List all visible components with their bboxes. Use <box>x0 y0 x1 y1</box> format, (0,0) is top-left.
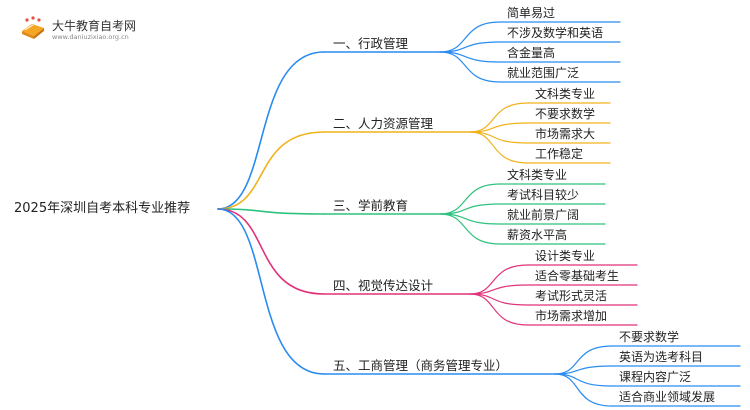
leaf-label: 适合零基础考生 <box>535 269 620 283</box>
branch-connector <box>217 131 325 210</box>
leaf-label: 就业范围广泛 <box>507 66 580 80</box>
branch-label: 一、行政管理 <box>333 36 409 51</box>
leaf-connector <box>439 21 501 53</box>
leaf-label: 不要求数学 <box>535 107 596 121</box>
branch-label: 四、视觉传达设计 <box>333 278 434 293</box>
leaf-connector <box>469 264 529 295</box>
logo-name: 大牛教育自考网 <box>52 19 137 33</box>
leaf-connector <box>554 373 613 407</box>
leaf-connector <box>439 183 501 215</box>
leaf-connector <box>439 213 501 245</box>
leaf-connector <box>554 345 613 375</box>
leaf-label: 工作稳定 <box>535 147 584 161</box>
leaf-connector <box>469 293 529 326</box>
leaf-label: 就业前景广阔 <box>507 208 580 222</box>
leaf-label: 不涉及数学和英语 <box>507 26 604 40</box>
leaf-connector <box>439 51 501 83</box>
branch-label: 三、学前教育 <box>333 198 409 213</box>
logo-url: www.daniuzixiao.org.cn <box>52 33 129 41</box>
leaf-label: 适合商业领域发展 <box>619 390 716 404</box>
leaf-label: 考试科目较少 <box>507 188 580 202</box>
leaf-label: 设计类专业 <box>535 249 596 263</box>
leaf-label: 文科类专业 <box>535 87 596 101</box>
leaf-connector <box>469 131 529 164</box>
branch-connector <box>217 208 325 215</box>
branch-connector <box>217 51 325 210</box>
branch-connector <box>217 208 325 375</box>
root-topic: 2025年深圳自考本科专业推荐 <box>14 201 191 216</box>
book-logo-icon <box>22 16 44 39</box>
leaf-label: 薪资水平高 <box>507 228 568 242</box>
leaf-connector <box>469 102 529 133</box>
branch-label: 二、人力资源管理 <box>333 116 434 131</box>
leaf-label: 市场需求增加 <box>535 309 608 323</box>
leaf-label: 简单易过 <box>507 6 556 20</box>
leaf-label: 含金量高 <box>507 46 556 60</box>
branch-connector <box>217 208 325 295</box>
leaf-label: 市场需求大 <box>535 127 596 141</box>
leaf-label: 文科类专业 <box>507 168 568 182</box>
branch-label: 五、工商管理（商务管理专业） <box>333 358 509 373</box>
leaf-label: 英语为选考科目 <box>619 350 704 364</box>
leaf-label: 考试形式灵活 <box>535 289 608 303</box>
leaf-label: 不要求数学 <box>619 330 680 344</box>
leaf-label: 课程内容广泛 <box>619 370 692 384</box>
